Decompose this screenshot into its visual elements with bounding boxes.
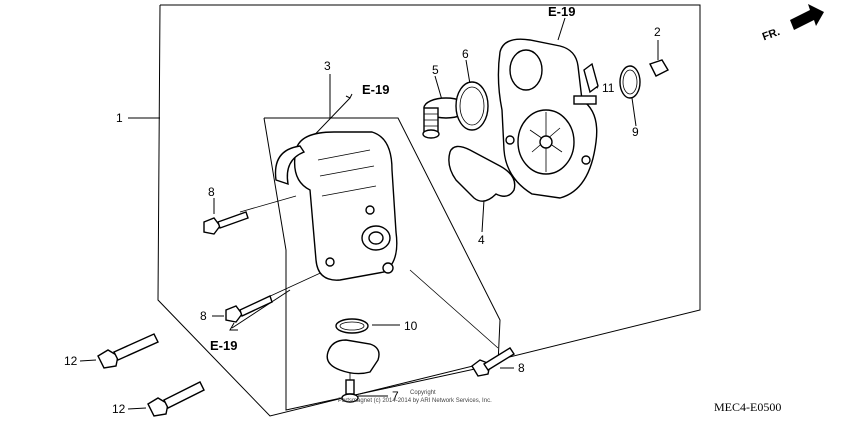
callout-12-upper: 12 xyxy=(64,354,78,368)
flange-bolt-12-upper xyxy=(97,333,159,369)
reference-e19-left-top: E-19 xyxy=(362,82,389,97)
thermostat-seal-ring xyxy=(455,81,489,131)
reference-e19-top: E-19 xyxy=(548,4,575,19)
copyright-line-1: Copyright xyxy=(410,390,436,396)
front-label: FR. xyxy=(761,26,782,43)
callout-5: 5 xyxy=(432,63,439,77)
clip-2 xyxy=(649,59,669,77)
front-direction-arrow: FR. xyxy=(761,4,824,43)
flange-bolt-8-right xyxy=(471,347,515,377)
callout-labels: 1 2 3 4 5 6 7 8 8 8 9 10 11 12 12 xyxy=(64,25,661,416)
callout-7: 7 xyxy=(392,389,399,403)
thermostat-cover xyxy=(274,131,398,281)
cover-gasket xyxy=(448,145,516,202)
drain-cover-plate xyxy=(326,339,380,375)
copyright-notice: Copyright Partsmagnet (c) 2014-2014 by A… xyxy=(338,390,492,404)
callout-8-top: 8 xyxy=(208,185,215,199)
reference-e19-left-bottom: E-19 xyxy=(210,338,237,353)
callout-3: 3 xyxy=(324,59,331,73)
copyright-line-2: Partsmagnet (c) 2014-2014 by ARI Network… xyxy=(338,398,492,404)
callout-12-lower: 12 xyxy=(112,402,126,416)
callout-8-mid: 8 xyxy=(200,309,207,323)
reference-labels: E-19 E-19 E-19 xyxy=(210,4,575,353)
callout-2: 2 xyxy=(654,25,661,39)
water-pump-body xyxy=(497,38,598,199)
flange-bolt-8-top xyxy=(203,211,249,235)
flange-bolt-8-mid xyxy=(225,295,273,323)
flange-bolt-12-lower xyxy=(147,381,205,417)
callout-9: 9 xyxy=(632,125,639,139)
drain-bolt-7 xyxy=(341,379,359,403)
assembly-boundary xyxy=(157,4,701,417)
callout-10: 10 xyxy=(404,319,418,333)
callout-6: 6 xyxy=(462,47,469,61)
o-ring-9 xyxy=(619,65,641,99)
pin-11 xyxy=(583,62,599,94)
callout-4: 4 xyxy=(478,233,485,247)
callout-11: 11 xyxy=(602,81,615,95)
o-ring-10 xyxy=(335,318,369,334)
callout-1: 1 xyxy=(116,111,123,125)
callout-8-right: 8 xyxy=(518,361,525,375)
diagram-code: MEC4-E0500 xyxy=(714,400,781,414)
